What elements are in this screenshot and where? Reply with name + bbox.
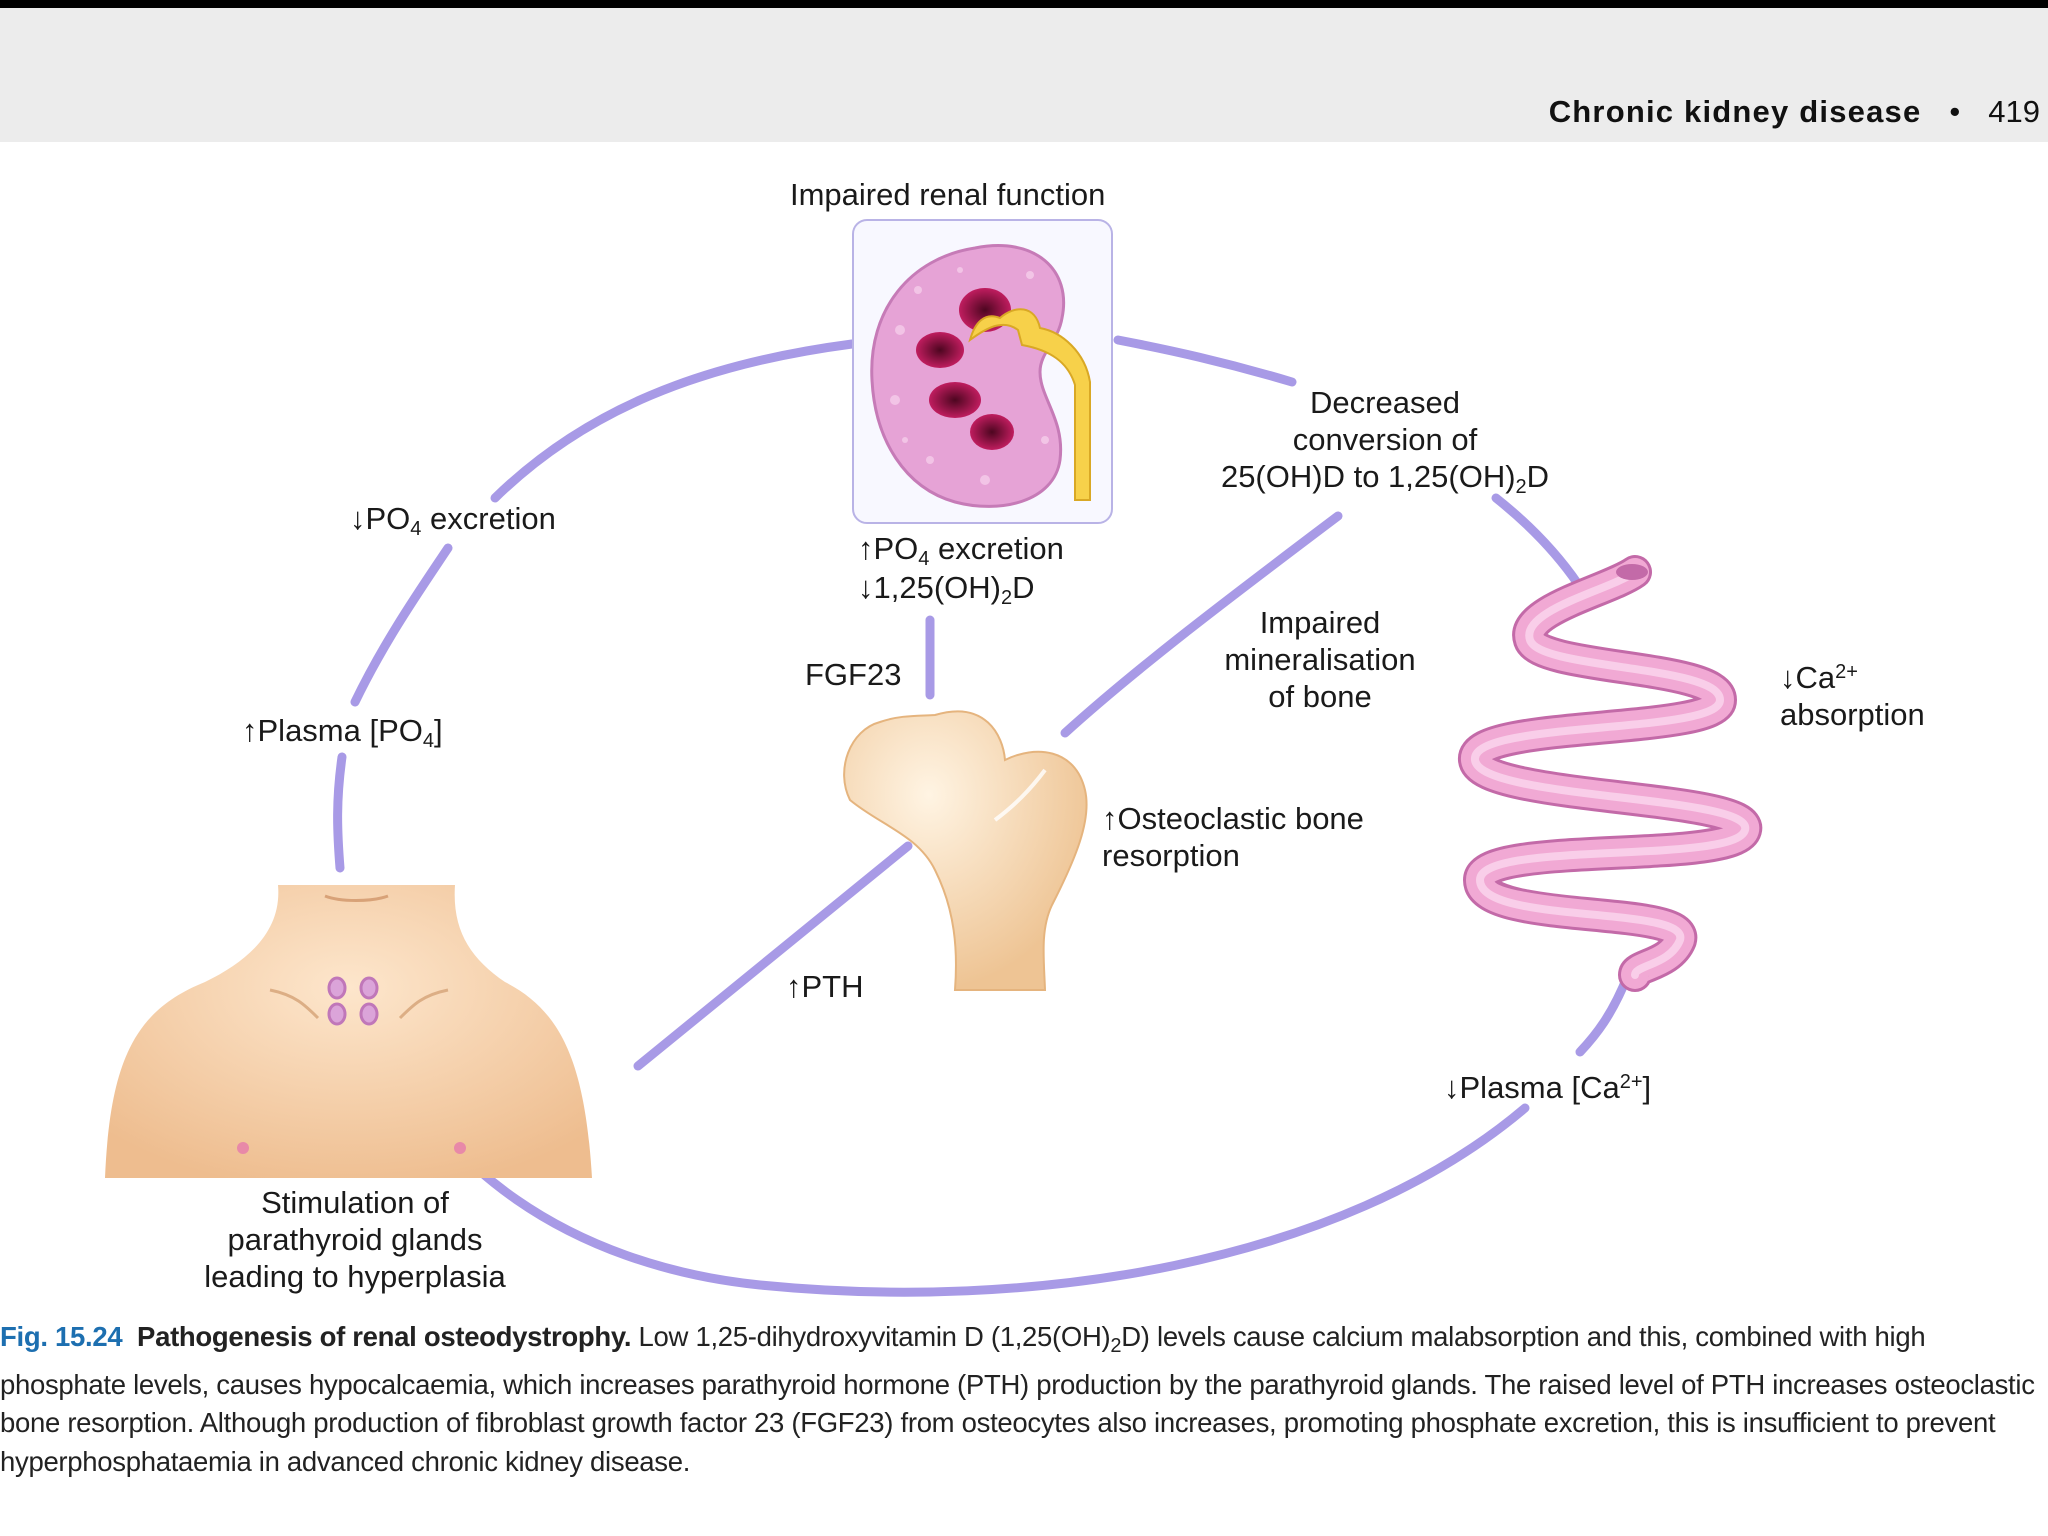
- text: Ca: [1795, 660, 1836, 695]
- label-po4-excretion-increased: ↑PO4 excretion: [858, 530, 1064, 578]
- top-rule: [0, 0, 2048, 8]
- line: parathyroid glands: [227, 1222, 483, 1257]
- label-osteoclastic-resorption: ↑Osteoclastic bone resorption: [1102, 800, 1364, 874]
- arrow-glyph: ↓: [1444, 1070, 1460, 1105]
- line: ↓Ca2+: [1780, 654, 1925, 696]
- line: conversion of: [1292, 422, 1478, 457]
- subscript: 2: [1000, 587, 1013, 609]
- subscript: 4: [918, 548, 930, 570]
- label-plasma-po4-increased: ↑Plasma [PO4]: [242, 712, 443, 760]
- text: Osteoclastic bone: [1117, 801, 1364, 836]
- line: of bone: [1268, 679, 1372, 714]
- arrow-gut-to-plasma-ca: [1575, 970, 1633, 1057]
- text: ]: [434, 713, 443, 748]
- text: excretion: [929, 531, 1064, 566]
- label-fgf23: FGF23: [805, 657, 902, 692]
- subscript: 2: [1515, 476, 1527, 498]
- neck-torso-illustration: [105, 885, 592, 1178]
- line: leading to hyperplasia: [204, 1259, 506, 1294]
- label-pth-increased: ↑PTH: [786, 968, 864, 1005]
- page-header: Chronic kidney disease • 419: [0, 8, 2048, 142]
- arrow-glyph: ↑: [1102, 801, 1118, 836]
- figure-number: Fig. 15.24: [0, 1321, 123, 1352]
- text: excretion: [421, 501, 556, 536]
- label-vitamin-d-decreased: ↓1,25(OH)2D: [858, 569, 1035, 617]
- text: 1,25(OH): [873, 570, 1001, 605]
- label-po4-excretion-decreased: ↓PO4 excretion: [350, 500, 556, 548]
- arrow-glyph: ↓: [1780, 660, 1796, 695]
- arrow-glyph: ↓: [350, 501, 366, 536]
- line: resorption: [1102, 838, 1240, 873]
- arrow-plasma-to-glands: [333, 752, 347, 873]
- femur-illustration: [843, 710, 1088, 991]
- text: PO: [365, 501, 411, 536]
- label-parathyroid-stimulation: Stimulation of parathyroid glands leadin…: [170, 1184, 540, 1295]
- arrow-pth-to-bone: [633, 841, 913, 1071]
- figure-caption: Fig. 15.24 Pathogenesis of renal osteody…: [0, 1318, 2035, 1481]
- arrow-conversion-to-gut: [1491, 493, 1583, 589]
- page-number: 419: [1988, 94, 2040, 129]
- text: 25(OH)D to 1,25(OH): [1220, 459, 1516, 494]
- line: Impaired: [1259, 605, 1381, 640]
- line: mineralisation: [1224, 642, 1416, 677]
- text: PO: [873, 531, 919, 566]
- label-impaired-renal-function: Impaired renal function: [790, 177, 1106, 212]
- arrow-kidney-to-po4: [490, 339, 857, 503]
- line: Stimulation of: [261, 1185, 449, 1220]
- caption-text: Low 1,25-dihydroxyvitamin D (1,25(OH): [631, 1321, 1111, 1352]
- label-plasma-ca-decreased: ↓Plasma [Ca2+]: [1444, 1064, 1651, 1106]
- line: 25(OH)D to 1,25(OH)2D: [1195, 458, 1575, 506]
- label-ca-absorption-decreased: ↓Ca2+ absorption: [1780, 654, 1925, 733]
- line: Decreased: [1310, 385, 1460, 420]
- text: Plasma [Ca: [1459, 1070, 1620, 1105]
- arrow-po4-to-plasma: [350, 543, 453, 707]
- kidney-illustration: [852, 219, 1113, 524]
- arrow-kidney-to-conversion: [1113, 335, 1297, 387]
- superscript: 2+: [1619, 1071, 1643, 1093]
- arrow-glyph: ↑: [858, 531, 874, 566]
- header-text: Chronic kidney disease • 419: [1549, 94, 2040, 130]
- text: ]: [1642, 1070, 1652, 1105]
- text: D: [1526, 459, 1550, 494]
- label-impaired-mineralisation: Impaired mineralisation of bone: [1195, 604, 1445, 715]
- arrow-conversion-to-bone: [1060, 511, 1343, 738]
- subscript: 4: [422, 730, 435, 752]
- line: ↑Osteoclastic bone: [1102, 800, 1364, 837]
- arrow-glyph: ↑: [786, 969, 802, 1004]
- intestine-illustration: [1458, 555, 1762, 992]
- label-decreased-conversion: Decreased conversion of 25(OH)D to 1,25(…: [1195, 384, 1575, 506]
- superscript: 2+: [1835, 661, 1858, 683]
- line: absorption: [1780, 697, 1925, 732]
- text: Plasma [PO: [257, 713, 423, 748]
- section-title: Chronic kidney disease: [1548, 94, 1922, 129]
- subscript: 4: [410, 518, 422, 540]
- header-separator: •: [1949, 94, 1961, 129]
- caption-text: D) levels cause calcium malabsorption an…: [0, 1321, 2035, 1477]
- figure-title: Pathogenesis of renal osteodystrophy.: [137, 1321, 632, 1352]
- text: D: [1012, 570, 1035, 605]
- text: PTH: [801, 969, 864, 1004]
- caption-subscript: 2: [1110, 1335, 1122, 1357]
- arrow-glyph: ↓: [858, 570, 874, 605]
- arrow-glyph: ↑: [242, 713, 258, 748]
